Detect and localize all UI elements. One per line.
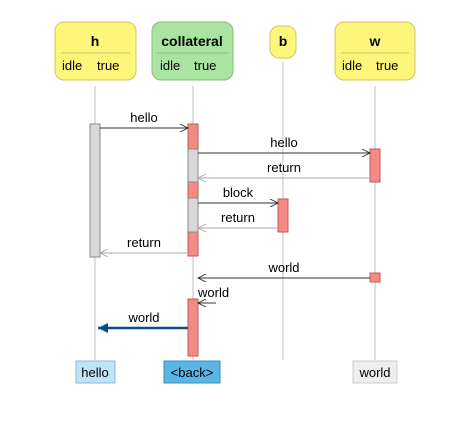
participant-name: w (369, 33, 381, 49)
participant-name: b (279, 33, 288, 49)
footer-box-h: hello (75, 360, 116, 384)
message-label: world (197, 285, 229, 300)
participant-collateral: collateral idle true (151, 21, 234, 81)
participant-name: collateral (161, 33, 222, 49)
participant-state-value: true (97, 58, 119, 73)
participant-box (54, 21, 137, 81)
message-label: return (221, 210, 255, 225)
footer-box (163, 360, 221, 384)
message-world-collateral-to-h: world (98, 310, 188, 333)
message-return-w-to-collateral: return (198, 160, 370, 178)
footer-box-w: world (352, 360, 398, 384)
participant-state-idle: idle (62, 58, 82, 73)
message-hello-collateral-to-w: hello (198, 135, 370, 153)
activation-collateral-nested-2 (187, 197, 199, 233)
participant-box (269, 25, 297, 59)
footer-box (352, 360, 398, 384)
participant-b: b (269, 25, 297, 59)
message-hello-h-to-collateral: hello (100, 110, 188, 128)
activation-b (277, 198, 289, 233)
participant-box (151, 21, 234, 81)
participant-state-value: true (194, 58, 216, 73)
footer-label: <back> (171, 365, 214, 380)
footer-label: world (358, 365, 390, 380)
message-block-collateral-to-b: block (198, 185, 278, 203)
message-label: block (223, 185, 254, 200)
participant-state-value: true (376, 58, 398, 73)
footer-box-collateral: <back> (163, 360, 221, 384)
message-label: world (127, 310, 159, 325)
footer-box (75, 360, 116, 384)
participant-w: w idle true (334, 21, 416, 81)
message-label: hello (130, 110, 157, 125)
footer-label: hello (81, 365, 108, 380)
message-label: hello (270, 135, 297, 150)
activation-collateral-late (187, 298, 199, 357)
participant-state-idle: idle (342, 58, 362, 73)
message-world-self: world (197, 285, 229, 303)
message-world-w-to-collateral: world (198, 260, 370, 278)
activation-w-1 (369, 148, 381, 183)
message-return-collateral-to-h: return (100, 235, 188, 253)
participant-h: h idle true (54, 21, 137, 81)
message-label: return (127, 235, 161, 250)
activation-collateral-main (187, 123, 199, 257)
activation-collateral-nested-1 (187, 148, 199, 183)
message-label: world (267, 260, 299, 275)
participant-name: h (91, 33, 100, 49)
activation-h (89, 123, 101, 258)
message-return-b-to-collateral: return (198, 210, 278, 228)
activation-w-2 (369, 272, 381, 283)
participant-box (334, 21, 416, 81)
message-label: return (267, 160, 301, 175)
participant-state-idle: idle (160, 58, 180, 73)
